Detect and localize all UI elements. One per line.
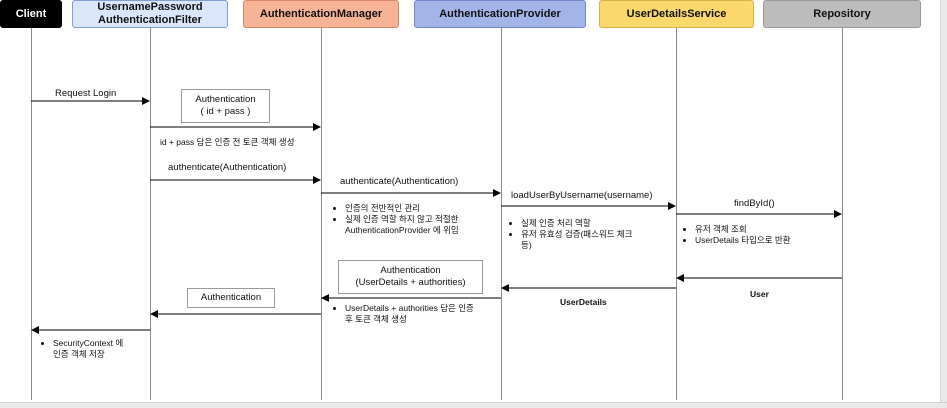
note-provider-item-2: 유저 유효성 검증(패스워드 체크 — [521, 229, 633, 240]
note-manager-item-3: AuthenticationProvider 에 위임 — [345, 225, 459, 235]
box-authentication-before: Authentication ( id + pass ) — [181, 89, 270, 123]
note-manager-after-item-2: 후 토큰 객체 생성 — [345, 314, 407, 324]
box-authentication-after-line-2: (UserDetails + authorities) — [355, 277, 466, 288]
participant-provider-label-1: AuthenticationProvider — [439, 7, 561, 20]
box-authentication-filter-line-1: Authentication — [200, 292, 262, 303]
lifeline-manager — [321, 28, 322, 400]
note-manager-item-2: 실제 인증 역할 하지 않고 적절한 — [345, 214, 459, 225]
note-client-item-2: 인증 객체 저장 — [53, 349, 105, 359]
note-manager-after: UserDetails + authorities 담은 인증 후 토큰 객체 … — [334, 303, 474, 325]
box-authentication-filter: Authentication — [187, 288, 275, 308]
participant-filter-label-2: AuthenticationFilter — [98, 14, 202, 26]
note-provider-item-3: 등) — [521, 240, 532, 250]
note-userdetails-item-2: UserDetails 타입으로 반환 — [695, 235, 791, 246]
participant-repository-label-1: Repository — [813, 7, 871, 20]
participant-provider: AuthenticationProvider — [414, 0, 586, 28]
msg-request-login: Request Login — [55, 88, 117, 99]
msg-find-by-id: findById() — [734, 198, 775, 209]
note-client: SecurityContext 에 인증 객체 저장 — [42, 338, 123, 360]
lifeline-filter — [150, 28, 151, 400]
note-provider-item-1: 실제 인증 처리 역할 — [521, 218, 633, 229]
msg-load-user: loadUserByUsername(username) — [511, 190, 653, 201]
note-manager-after-item-1: UserDetails + authorities 담은 인증 — [345, 303, 474, 314]
participant-userdetails: UserDetailsService — [599, 0, 754, 28]
window-right-border — [940, 0, 947, 408]
note-userdetails: 유저 객체 조회 UserDetails 타입으로 반환 — [684, 224, 791, 246]
msg-authenticate-2: authenticate(Authentication) — [340, 176, 459, 187]
note-manager: 인증의 전반적인 관리 실제 인증 역할 하지 않고 적절한 Authentic… — [334, 203, 459, 236]
participant-manager: AuthenticationManager — [243, 0, 399, 28]
window-bottom-border — [0, 402, 947, 408]
box-authentication-after-line-1: Authentication — [380, 265, 441, 276]
box-authentication-after: Authentication (UserDetails + authoritie… — [338, 260, 483, 294]
note-provider: 실제 인증 처리 역할 유저 유효성 검증(패스워드 체크 등) — [510, 218, 633, 251]
box-authentication-before-line-2: ( id + pass ) — [200, 106, 251, 117]
note-client-item-1: SecurityContext 에 — [53, 338, 123, 349]
msg-create-token: id + pass 담은 인증 전 토큰 객체 생성 — [160, 137, 295, 147]
participant-userdetails-label-1: UserDetailsService — [626, 7, 727, 20]
lifeline-provider — [501, 28, 502, 400]
note-manager-item-1: 인증의 전반적인 관리 — [345, 203, 459, 214]
participant-filter-label-1: UsernamePassword — [97, 1, 203, 13]
participant-manager-label-1: AuthenticationManager — [259, 7, 383, 20]
msg-authenticate-1: authenticate(Authentication) — [168, 162, 287, 173]
lifeline-repository — [842, 28, 843, 400]
participant-repository: Repository — [763, 0, 921, 28]
note-userdetails-item-1: 유저 객체 조회 — [695, 224, 791, 235]
participant-client-label-1: Client — [15, 7, 47, 20]
msg-user: User — [750, 289, 769, 299]
msg-userdetails: UserDetails — [560, 297, 607, 307]
participant-client: Client — [0, 0, 62, 28]
box-authentication-before-line-1: Authentication — [195, 94, 256, 105]
lifeline-client — [31, 28, 32, 400]
